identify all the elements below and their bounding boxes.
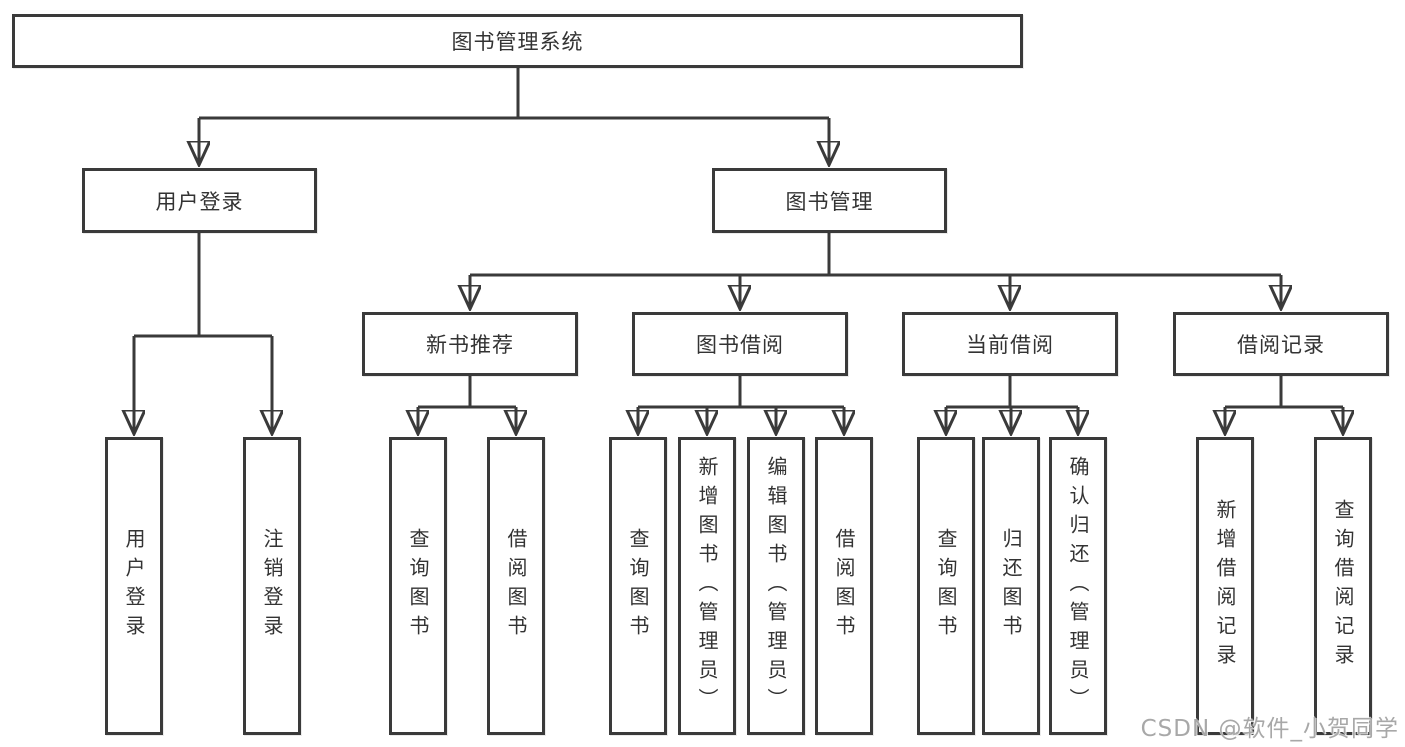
- leaf-logout: 注销登录: [243, 437, 301, 735]
- leaf-borrowing-query-books-label: 查询图书: [626, 528, 650, 644]
- connector-new-books-to-leaves: [418, 376, 516, 434]
- leaf-borrowing-borrow-books: 借阅图书: [815, 437, 873, 735]
- node-root-label: 图书管理系统: [451, 30, 584, 54]
- leaf-borrowing-query-books: 查询图书: [609, 437, 667, 735]
- node-book-borrowing-label: 图书借阅: [696, 333, 784, 357]
- leaf-records-query-record: 查询借阅记录: [1314, 437, 1372, 735]
- watermark: CSDN @软件_小贺同学: [1140, 716, 1399, 742]
- leaf-records-query-record-label: 查询借阅记录: [1331, 499, 1355, 673]
- connector-root-to-level2: [199, 68, 829, 165]
- leaf-newbooks-borrow-books: 借阅图书: [487, 437, 545, 735]
- node-user-login-label: 用户登录: [155, 189, 244, 214]
- node-book-management: 图书管理: [712, 168, 947, 233]
- node-book-borrowing: 图书借阅: [632, 312, 848, 376]
- connector-records-to-leaves: [1225, 376, 1343, 434]
- leaf-borrowing-borrow-books-label: 借阅图书: [832, 528, 856, 644]
- node-borrowing-records: 借阅记录: [1173, 312, 1389, 376]
- leaf-current-confirm-return-admin-label: 确认归还（管理员）: [1066, 455, 1090, 717]
- leaf-records-add-record: 新增借阅记录: [1196, 437, 1254, 735]
- leaf-borrowing-add-book-admin: 新增图书（管理员）: [678, 437, 736, 735]
- leaf-records-add-record-label: 新增借阅记录: [1213, 499, 1237, 673]
- leaf-current-query-books-label: 查询图书: [934, 528, 958, 644]
- leaf-newbooks-borrow-books-label: 借阅图书: [504, 528, 528, 644]
- connector-user-login-to-leaves: [134, 233, 272, 434]
- connector-book-mgmt-to-level3: [470, 233, 1281, 309]
- leaf-current-return-books-label: 归还图书: [999, 528, 1023, 644]
- node-new-book-recommend: 新书推荐: [362, 312, 578, 376]
- node-user-login: 用户登录: [82, 168, 317, 233]
- leaf-borrowing-add-book-admin-label: 新增图书（管理员）: [695, 455, 719, 717]
- node-current-borrowing-label: 当前借阅: [966, 333, 1054, 357]
- node-borrowing-records-label: 借阅记录: [1237, 333, 1325, 357]
- leaf-user-login: 用户登录: [105, 437, 163, 735]
- leaf-borrowing-edit-book-admin-label: 编辑图书（管理员）: [764, 455, 788, 717]
- leaf-newbooks-query-books-label: 查询图书: [406, 528, 430, 644]
- leaf-borrowing-edit-book-admin: 编辑图书（管理员）: [747, 437, 805, 735]
- leaf-user-login-label: 用户登录: [122, 528, 146, 644]
- node-book-management-label: 图书管理: [785, 189, 874, 214]
- connector-current-to-leaves: [946, 376, 1078, 434]
- node-current-borrowing: 当前借阅: [902, 312, 1118, 376]
- leaf-current-query-books: 查询图书: [917, 437, 975, 735]
- connector-borrowing-to-leaves: [638, 376, 844, 434]
- leaf-current-return-books: 归还图书: [982, 437, 1040, 735]
- leaf-logout-label: 注销登录: [260, 528, 284, 644]
- node-root: 图书管理系统: [12, 14, 1023, 68]
- node-new-book-recommend-label: 新书推荐: [426, 333, 514, 357]
- leaf-current-confirm-return-admin: 确认归还（管理员）: [1049, 437, 1107, 735]
- leaf-newbooks-query-books: 查询图书: [389, 437, 447, 735]
